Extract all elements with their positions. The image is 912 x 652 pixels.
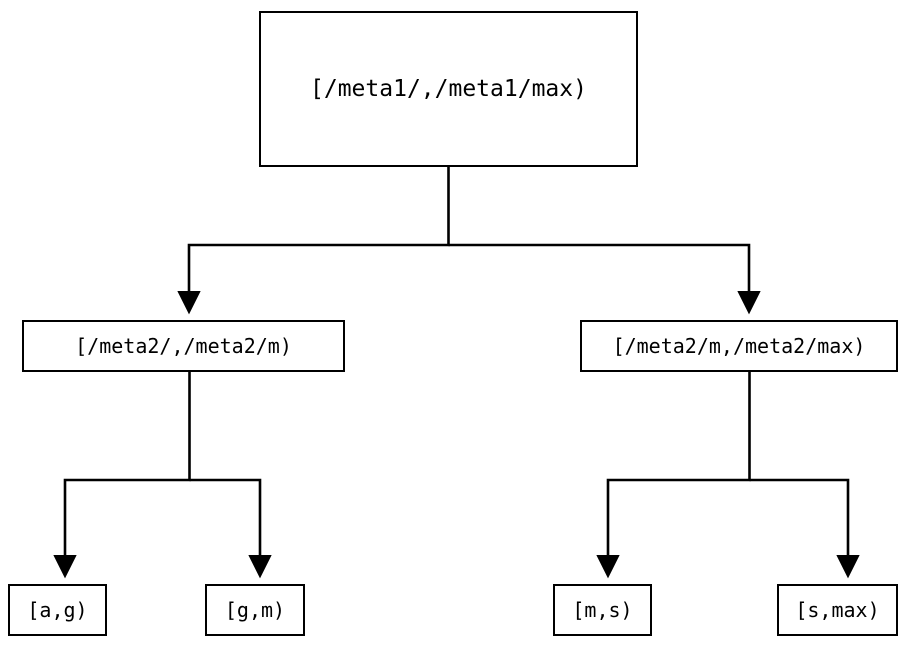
tree-node-leaf-gm-label: [g,m) xyxy=(224,598,286,622)
tree-node-mid-right[interactable]: [/meta2/m,/meta2/max) xyxy=(580,320,898,372)
edge-mid-left-to-leaf-ag xyxy=(53,372,191,579)
tree-node-leaf-ms[interactable]: [m,s) xyxy=(553,584,652,636)
tree-node-leaf-ag[interactable]: [a,g) xyxy=(8,584,107,636)
tree-node-mid-left-label: [/meta2/,/meta2/m) xyxy=(75,334,292,358)
tree-node-root-label: [/meta1/,/meta1/max) xyxy=(310,75,587,102)
tree-node-leaf-smax-label: [s,max) xyxy=(795,598,880,622)
tree-node-mid-right-label: [/meta2/m,/meta2/max) xyxy=(612,334,866,358)
edge-mid-left-to-leaf-gm xyxy=(189,478,272,579)
tree-node-root[interactable]: [/meta1/,/meta1/max) xyxy=(259,11,638,167)
edge-mid-right-to-leaf-ms xyxy=(596,372,751,579)
edge-root-to-mid-left xyxy=(177,167,450,315)
tree-node-leaf-ag-label: [a,g) xyxy=(27,598,88,622)
tree-node-leaf-ms-label: [m,s) xyxy=(572,598,633,622)
edge-mid-right-to-leaf-smax xyxy=(749,478,860,579)
edge-root-to-mid-right xyxy=(448,243,761,315)
tree-node-leaf-gm[interactable]: [g,m) xyxy=(205,584,305,636)
tree-node-leaf-smax[interactable]: [s,max) xyxy=(777,584,898,636)
tree-node-mid-left[interactable]: [/meta2/,/meta2/m) xyxy=(22,320,345,372)
